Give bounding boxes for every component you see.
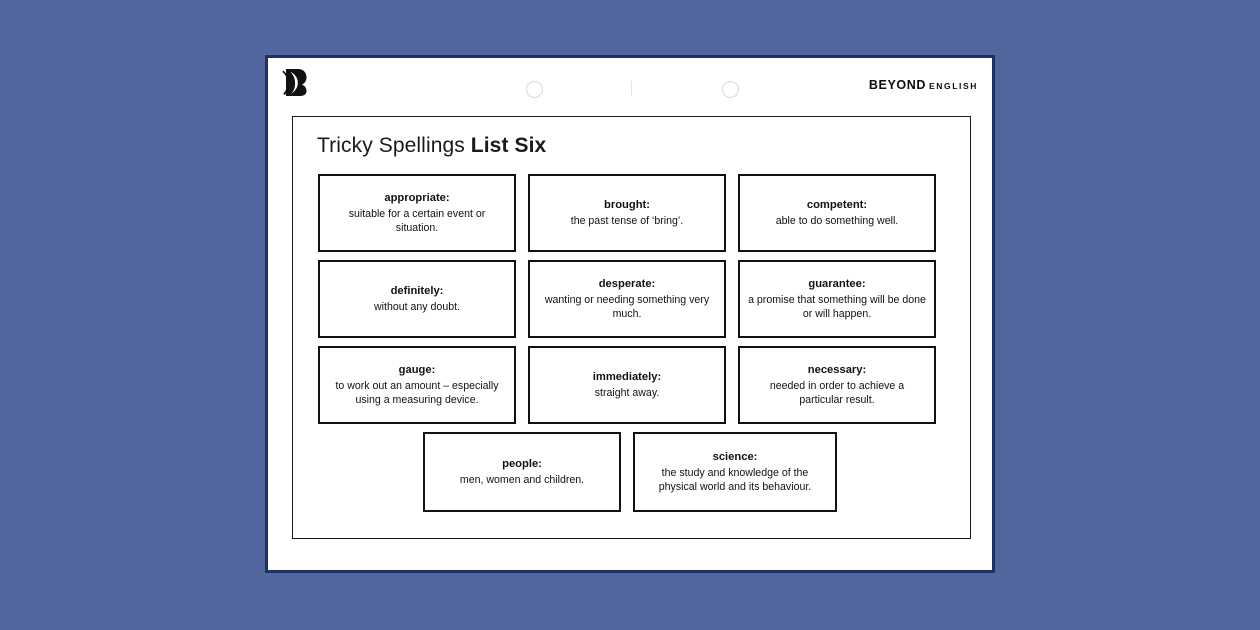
word-card-definition: the past tense of ‘bring’. <box>570 215 684 228</box>
word-card-definition: a promise that something will be done or… <box>748 293 926 321</box>
word-card: immediately: straight away. <box>528 346 726 424</box>
word-card-definition: men, women and children. <box>459 474 585 487</box>
header-tick-icon <box>631 81 632 96</box>
word-card-definition: to work out an amount – especially using… <box>335 379 499 407</box>
page-title-strong: List Six <box>470 134 547 157</box>
word-card-definition: able to do something well. <box>775 215 899 228</box>
word-card-term: brought: <box>604 198 650 211</box>
brand-sub-text: ENGLISH <box>929 81 978 91</box>
word-card: science: the study and knowledge of the … <box>633 432 837 512</box>
word-card: people: men, women and children. <box>423 432 621 512</box>
word-card-term: definitely: <box>390 284 444 297</box>
word-card-definition: straight away. <box>594 387 660 400</box>
content-panel: Tricky Spellings List Six appropriate: s… <box>292 116 971 539</box>
word-card: guarantee: a promise that something will… <box>738 260 936 338</box>
word-card-term: competent: <box>806 198 868 211</box>
brand-main-text: BEYOND <box>868 78 927 92</box>
word-card: definitely: without any doubt. <box>318 260 516 338</box>
word-card-grid: appropriate: suitable for a certain even… <box>293 117 970 538</box>
word-card-term: guarantee: <box>808 277 866 290</box>
word-card: competent: able to do something well. <box>738 174 936 252</box>
word-card: brought: the past tense of ‘bring’. <box>528 174 726 252</box>
word-card: necessary: needed in order to achieve a … <box>738 346 936 424</box>
word-card-definition: wanting or needing something very much. <box>544 293 710 321</box>
word-card-term: necessary: <box>807 363 867 376</box>
word-card-definition: suitable for a certain event or situatio… <box>348 207 486 235</box>
header-circle-right-icon <box>722 81 739 98</box>
word-card: desperate: wanting or needing something … <box>528 260 726 338</box>
word-card-definition: without any doubt. <box>374 301 460 314</box>
word-card-term: people: <box>502 457 542 470</box>
page-title-plain: Tricky Spellings <box>317 134 471 157</box>
beyond-b-logo <box>282 69 307 96</box>
word-card-definition: the study and knowledge of the physical … <box>658 466 812 494</box>
word-card: appropriate: suitable for a certain even… <box>318 174 516 252</box>
page-title: Tricky Spellings List Six <box>317 134 546 158</box>
word-card-term: desperate: <box>598 277 656 290</box>
word-card-term: immediately: <box>592 370 662 383</box>
word-card-term: appropriate: <box>384 191 450 204</box>
word-card-term: science: <box>712 450 758 463</box>
word-card-term: gauge: <box>398 363 436 376</box>
word-card-definition: needed in order to achieve a particular … <box>769 379 905 407</box>
header-circle-left-icon <box>526 81 543 98</box>
word-card: gauge: to work out an amount – especiall… <box>318 346 516 424</box>
